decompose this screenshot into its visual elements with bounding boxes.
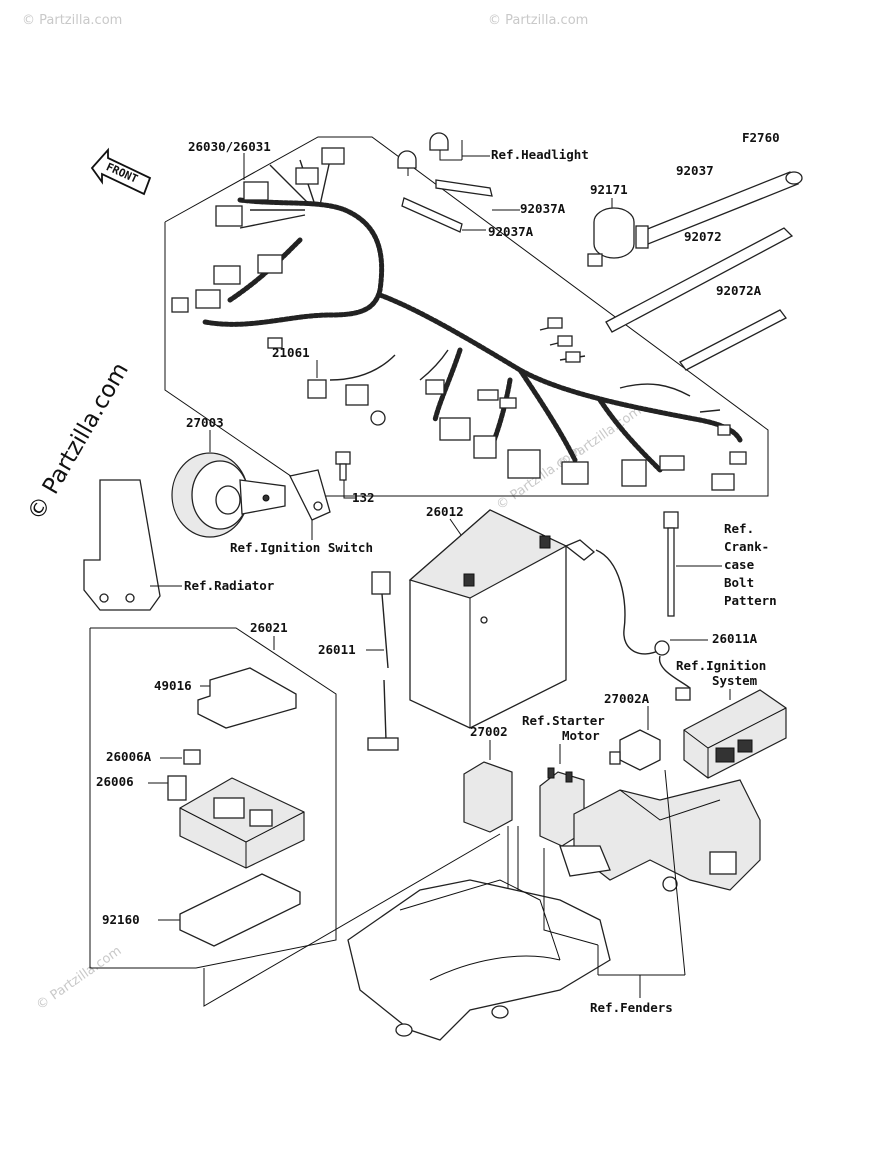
fuse-box — [179, 777, 305, 869]
label-26011: 26011 — [318, 642, 356, 657]
ignition-unit — [683, 689, 787, 779]
label-21061: 21061 — [272, 345, 310, 360]
label-ref-headlight: Ref.Headlight — [491, 147, 589, 162]
clamp-92171 — [593, 207, 635, 259]
frame-mount — [559, 779, 761, 892]
figure-code: F2760 — [742, 130, 780, 145]
radiator-bracket — [83, 479, 161, 611]
tie-92072 — [605, 227, 794, 333]
battery-26012 — [408, 509, 568, 729]
label-92160: 92160 — [102, 912, 140, 927]
battery-cable-26011 — [367, 571, 399, 751]
label-27003: 27003 — [186, 415, 224, 430]
watermark-bottom-left: © Partzilla.com — [34, 943, 125, 1013]
label-92072: 92072 — [684, 229, 722, 244]
watermark-top-left: © Partzilla.com — [22, 13, 122, 28]
horn-27003 — [171, 452, 286, 538]
label-ref-ignition-system-2: System — [712, 673, 758, 688]
crankcase-bolt — [663, 511, 679, 617]
label-26006: 26006 — [96, 774, 134, 789]
label-92037: 92037 — [676, 163, 714, 178]
label-ref-ignition-system-1: Ref.Ignition — [676, 658, 766, 673]
watermark-top-center: © Partzilla.com — [488, 13, 588, 28]
label-27002: 27002 — [470, 724, 508, 739]
horn-bracket — [289, 469, 331, 521]
label-ref-radiator: Ref.Radiator — [184, 578, 275, 593]
fuse-26006A — [183, 749, 201, 765]
label-ref-crankcase-1: Ref. — [724, 521, 754, 536]
label-92171: 92171 — [590, 182, 628, 197]
battery-case — [347, 879, 611, 1041]
label-26011A: 26011A — [712, 631, 758, 646]
label-ref-fenders: Ref.Fenders — [590, 1000, 673, 1015]
relay-27002A — [609, 729, 661, 771]
label-27002A: 27002A — [604, 691, 650, 706]
label-92037A-1: 92037A — [520, 201, 566, 216]
label-26021: 26021 — [250, 620, 288, 635]
tie-92072A — [679, 309, 787, 371]
label-92037A-2: 92037A — [488, 224, 534, 239]
label-ref-crankcase-4: Bolt — [724, 575, 754, 590]
label-132: 132 — [352, 490, 375, 505]
label-26006A: 26006A — [106, 749, 152, 764]
label-ref-crankcase-2: Crank- — [724, 539, 769, 554]
label-49016: 49016 — [154, 678, 192, 693]
battery-cable-26011A — [564, 539, 691, 701]
label-ref-ignition-switch: Ref.Ignition Switch — [230, 540, 373, 555]
label-92072A: 92072A — [716, 283, 762, 298]
fuse-tray-92160 — [179, 873, 301, 947]
bolt-132 — [335, 451, 351, 481]
label-ref-starter-1: Ref.Starter — [522, 713, 605, 728]
headlight-hardware — [397, 132, 493, 233]
label-26012: 26012 — [426, 504, 464, 519]
fuse-26006 — [167, 775, 187, 801]
relay-27002 — [463, 761, 513, 833]
part-21061 — [307, 379, 327, 399]
label-ref-crankcase-5: Pattern — [724, 593, 777, 608]
fuse-cover-49016 — [197, 667, 297, 729]
label-ref-crankcase-3: case — [724, 557, 755, 572]
wiring-harness — [164, 136, 769, 497]
label-26030: 26030/26031 — [188, 139, 271, 154]
front-arrow-icon: FRONT — [90, 147, 152, 196]
label-ref-starter-2: Motor — [562, 728, 600, 743]
